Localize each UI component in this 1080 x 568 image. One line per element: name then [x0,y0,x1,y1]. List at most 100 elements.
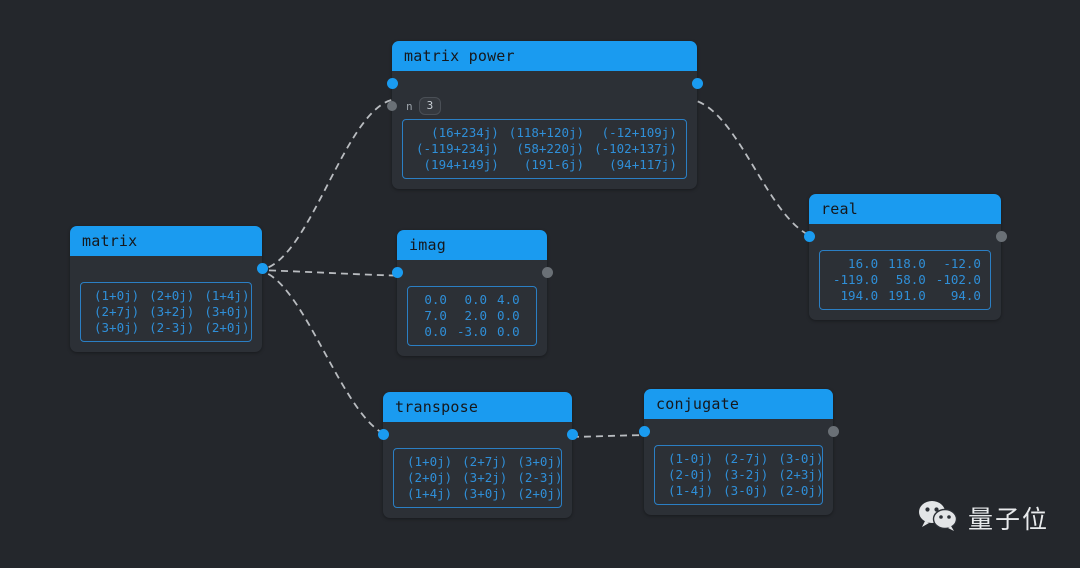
matrix-cell: (2+7j) [462,454,508,469]
edge-matrix-power-to-real[interactable] [685,98,825,240]
matrix-cell: (16+234j) [431,125,499,140]
matrix-cell: 0.0 [424,324,447,339]
node-title-matrix[interactable]: matrix [70,226,262,256]
port-row-conjugate [638,419,839,443]
matrix-cell: (3-0j) [778,451,824,466]
matrix-cell: (194+149j) [423,157,499,172]
matrix-cell: (2+0j) [149,288,195,303]
matrix-cell: 94.0 [950,288,981,303]
matrix-cell: -3.0 [456,324,488,339]
matrix-cell: (-119+234j) [416,141,499,156]
output-port-transpose[interactable] [566,429,578,440]
matrix-cell: 191.0 [888,288,926,303]
node-transpose[interactable]: transpose(1+0j)(2+7j)(3+0j)(2+0j)(3+2j)(… [377,392,578,518]
matrix-row: (2-0j) (3-2j) (2+3j) [663,467,828,483]
matrix-cell: (1+0j) [407,454,453,469]
node-body-conjugate: (1-0j)(2-7j)(3-0j)(2-0j)(3-2j)(2+3j)(1-4… [638,419,839,515]
matrix-row: (3+0j)(2-3j)(2+0j) [89,320,254,336]
matrix-row: (1+4j)(3+0j)(2+0j) [402,486,567,502]
matrix-display-transpose: (1+0j)(2+7j)(3+0j)(2+0j)(3+2j)(2-3j)(1+4… [393,448,562,508]
watermark-text: 量子位 [968,505,1050,534]
input-port-conjugate[interactable] [638,426,650,437]
matrix-row: (1-0j) (2-7j) (3-0j) [663,451,828,467]
matrix-cell: (2+0j) [204,320,250,335]
matrix-cell: (1+0j) [94,288,140,303]
matrix-display-matrix-power: (16+234j)(118+120j)(-12+109j)(-119+234j)… [402,119,687,179]
matrix-row: (1-4j)(3-0j)(2-0j) [663,483,828,499]
matrix-cell: -12.0 [943,256,981,271]
output-port-imag[interactable] [541,267,553,278]
node-body-matrix: (1+0j) (2+0j) (1+4j) (2+7j) (3+2j) (3+0j)(3+0… [70,256,268,352]
node-title-conjugate[interactable]: conjugate [644,389,833,419]
matrix-row: (-119+234j) (58+220j) (-102+137j) [411,141,682,157]
matrix-cell: (-12+109j) [601,125,677,140]
matrix-row: (16+234j)(118+120j)(-12+109j) [411,125,682,141]
matrix-cell: (3+0j) [94,320,140,335]
matrix-cell: 58.0 [895,272,926,287]
matrix-cell: (2-0j) [778,483,824,498]
matrix-cell: (2+7j) [94,304,140,319]
matrix-cell: (1+4j) [407,486,453,501]
matrix-cell: (3+2j) [462,470,508,485]
matrix-cell: (2-0j) [668,467,714,482]
param-port-matrix-power[interactable] [386,101,397,111]
matrix-row: (2+7j)(3+2j)(3+0j) [89,304,254,320]
matrix-cell: 194.0 [840,288,879,303]
matrix-cell: 118.0 [888,256,926,271]
input-port-matrix-power[interactable] [386,78,398,89]
matrix-cell: (-102+137j) [594,141,677,156]
input-port-transpose[interactable] [377,429,389,440]
matrix-cell: (191-6j) [523,157,585,172]
matrix-cell: 2.0 [464,308,488,323]
output-port-matrix-power[interactable] [691,78,703,89]
matrix-cell: -102.0 [935,272,981,287]
matrix-cell: 7.0 [424,308,447,323]
edge-matrix-to-imag[interactable] [256,269,415,277]
port-row-transpose [377,422,578,446]
port-row-matrix-power [386,71,703,95]
matrix-cell: (58+220j) [516,141,585,156]
matrix-cell: (2-7j) [723,451,769,466]
matrix-cell: (2-3j) [517,470,563,485]
matrix-cell: 0.0 [497,324,520,339]
node-title-imag[interactable]: imag [397,230,547,260]
param-label-matrix-power: n [406,99,413,113]
matrix-cell: (3-0j) [723,483,769,498]
matrix-row: 0.0 -3.0 0.0 [419,324,524,340]
edge-matrix-to-transpose[interactable] [256,269,395,438]
output-port-conjugate[interactable] [827,426,839,437]
edge-matrix-to-matrix-power[interactable] [256,98,399,271]
output-port-real[interactable] [995,231,1007,242]
matrix-cell: (3-2j) [723,467,769,482]
node-matrix[interactable]: matrix(1+0j)(2+0j)(1+4j)(2+7j)(3+2j)(3+0… [70,226,268,352]
node-title-matrix-power[interactable]: matrix power [392,41,697,71]
matrix-cell: (1-0j) [668,451,714,466]
node-conjugate[interactable]: conjugate(1-0j)(2-7j)(3-0j)(2-0j)(3-2j)(… [638,389,839,515]
matrix-cell: 4.0 [497,292,520,307]
node-title-transpose[interactable]: transpose [383,392,572,422]
input-port-real[interactable] [803,231,815,242]
matrix-cell: 0.0 [464,292,488,307]
node-body-transpose: (1+0j)(2+7j)(3+0j)(2+0j)(3+2j)(2-3j)(1+4… [377,422,578,518]
node-title-real[interactable]: real [809,194,1001,224]
watermark: 量子位 [918,500,1049,536]
matrix-cell: (2+3j) [778,467,824,482]
param-input-matrix-power[interactable]: 3 [418,97,442,115]
matrix-cell: (1+4j) [204,288,250,303]
output-port-matrix[interactable] [256,263,268,274]
matrix-cell: (3+2j) [149,304,195,319]
matrix-cell: (2+0j) [407,470,453,485]
input-port-imag[interactable] [391,267,403,278]
matrix-row: (1+0j) (2+0j) (1+4j) [89,288,254,304]
matrix-row: 194.0 191.0 94.0 [828,288,986,304]
